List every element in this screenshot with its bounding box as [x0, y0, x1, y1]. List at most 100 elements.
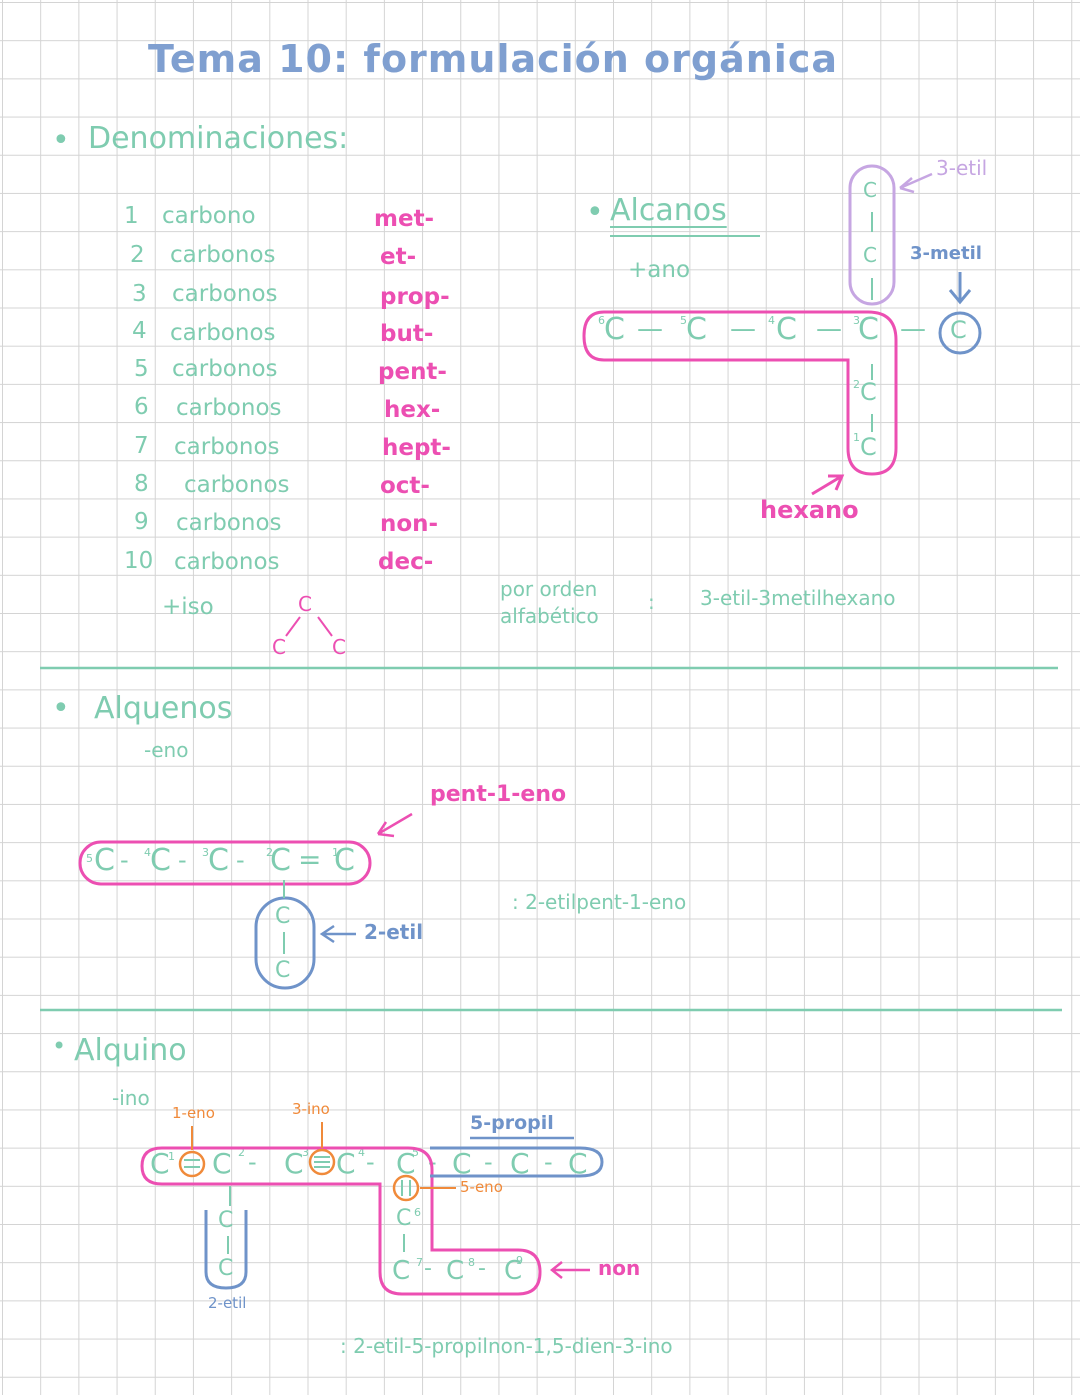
alqueno-atom: C — [150, 843, 171, 878]
section-heading-alquino: Alquino — [74, 1033, 187, 1068]
arrow-2-etil — [319, 924, 356, 944]
alcano-atom: C — [858, 312, 879, 347]
arrow-3-etil — [899, 172, 933, 194]
chain-number: 3 — [302, 1146, 309, 1159]
alquino-result: : 2-etil-5-propilnon-1,5-dien-3-ino — [340, 1334, 673, 1358]
colon: : — [648, 590, 655, 614]
bullet: • — [586, 195, 604, 230]
arrow-3-metil — [948, 272, 972, 305]
bond: — — [730, 314, 756, 344]
chain-number: 1 — [168, 1150, 175, 1163]
alcano-atom: C — [860, 433, 877, 461]
row-number: 10 — [124, 548, 154, 574]
row-word: carbono — [162, 203, 256, 229]
alqueno-branch-atom: C — [275, 958, 291, 983]
row-prefix: pent- — [378, 359, 447, 385]
alqueno-atom: C — [208, 843, 229, 878]
chain-number: 1 — [332, 846, 339, 859]
chain-number: 3 — [202, 846, 209, 859]
row-prefix: but- — [380, 321, 434, 347]
bond: - — [478, 1256, 486, 1281]
row-number: 7 — [134, 433, 149, 459]
chain-number: 8 — [468, 1256, 475, 1269]
row-prefix: prop- — [380, 284, 450, 310]
row-number: 1 — [124, 203, 139, 229]
row-number: 3 — [132, 281, 147, 307]
row-word: carbonos — [170, 320, 276, 346]
label-1-eno: 1-eno — [172, 1104, 215, 1122]
alcano-branch-atom: C — [863, 178, 877, 202]
bond: — — [816, 314, 842, 344]
chain-number: 4 — [768, 314, 775, 327]
bullet: • — [52, 691, 70, 726]
alcano-branch-atom: C — [863, 243, 877, 267]
row-word: carbonos — [174, 434, 280, 460]
row-word: carbonos — [172, 356, 278, 382]
alquino-atom: C — [212, 1147, 232, 1180]
label-5-eno: 5-eno — [460, 1178, 503, 1196]
alquino-atom: C — [284, 1147, 304, 1180]
bond: - — [484, 1148, 493, 1176]
bond: - — [544, 1148, 553, 1176]
section-heading-denominaciones: Denominaciones: — [88, 121, 349, 156]
alquino-atom: C — [396, 1206, 412, 1231]
double-bond: = — [298, 843, 322, 876]
alcanos-result: 3-etil-3metilhexano — [700, 586, 896, 610]
section-heading-alquenos: Alquenos — [94, 691, 233, 726]
alquenos-result: : 2-etilpent-1-eno — [512, 890, 687, 914]
row-prefix: met- — [374, 206, 435, 232]
row-word: carbonos — [176, 395, 282, 421]
alcanos-suffix: +ano — [628, 257, 691, 283]
alqueno-branch-atom: C — [275, 904, 291, 929]
iso-bond — [317, 616, 333, 637]
row-number: 4 — [132, 318, 147, 344]
section-heading-alcanos: Alcanos — [610, 193, 727, 228]
bond: - — [178, 846, 187, 874]
label-non: non — [598, 1256, 641, 1280]
row-prefix: oct- — [380, 473, 430, 499]
alquino-atom: C — [336, 1147, 356, 1180]
arrow-non — [549, 1261, 590, 1279]
alqueno-atom: C — [94, 843, 115, 878]
chain-number: 3 — [853, 314, 860, 327]
chain-number: 5 — [86, 852, 93, 865]
bond: - — [428, 1148, 437, 1176]
row-number: 8 — [134, 471, 149, 497]
label-3-metil: 3-metil — [910, 243, 982, 264]
row-number: 2 — [130, 242, 145, 268]
alquino-suffix: -ino — [112, 1086, 150, 1110]
bond: — — [900, 314, 926, 344]
arrow-pent-1-eno — [376, 812, 413, 838]
chain-number: 5 — [680, 314, 687, 327]
alquino-atom: C — [392, 1256, 411, 1286]
alquino-branch-atom: C — [218, 1256, 234, 1281]
chain-number: 6 — [414, 1206, 421, 1219]
iso-atom-top: C — [298, 592, 312, 616]
row-word: carbonos — [172, 281, 278, 307]
chain-number: 4 — [144, 846, 151, 859]
row-prefix: dec- — [378, 549, 434, 575]
alquenos-suffix: -eno — [144, 738, 189, 762]
label-hexano: hexano — [760, 496, 859, 524]
chain-number: 2 — [238, 1146, 245, 1159]
alcano-atom: C — [776, 312, 797, 347]
label-2-etil: 2-etil — [208, 1294, 247, 1312]
chain-number: 2 — [853, 378, 860, 391]
alquino-atom: C — [510, 1147, 530, 1180]
row-number: 9 — [134, 509, 149, 535]
row-word: carbonos — [170, 242, 276, 268]
alquino-atom: C — [446, 1256, 465, 1286]
label-3-ino: 3-ino — [292, 1100, 330, 1118]
row-number: 6 — [134, 394, 149, 420]
chain-number: 6 — [598, 314, 605, 327]
chain-number: 1 — [853, 431, 860, 444]
row-word: carbonos — [184, 472, 290, 498]
iso-label: +iso — [162, 594, 214, 620]
row-number: 5 — [134, 356, 149, 382]
alcano-atom: C — [860, 378, 877, 406]
row-word: carbonos — [176, 510, 282, 536]
arrow-hexano — [811, 474, 845, 496]
alquino-branch-atom: C — [218, 1208, 234, 1233]
bond: - — [366, 1148, 375, 1176]
row-prefix: non- — [380, 511, 439, 537]
